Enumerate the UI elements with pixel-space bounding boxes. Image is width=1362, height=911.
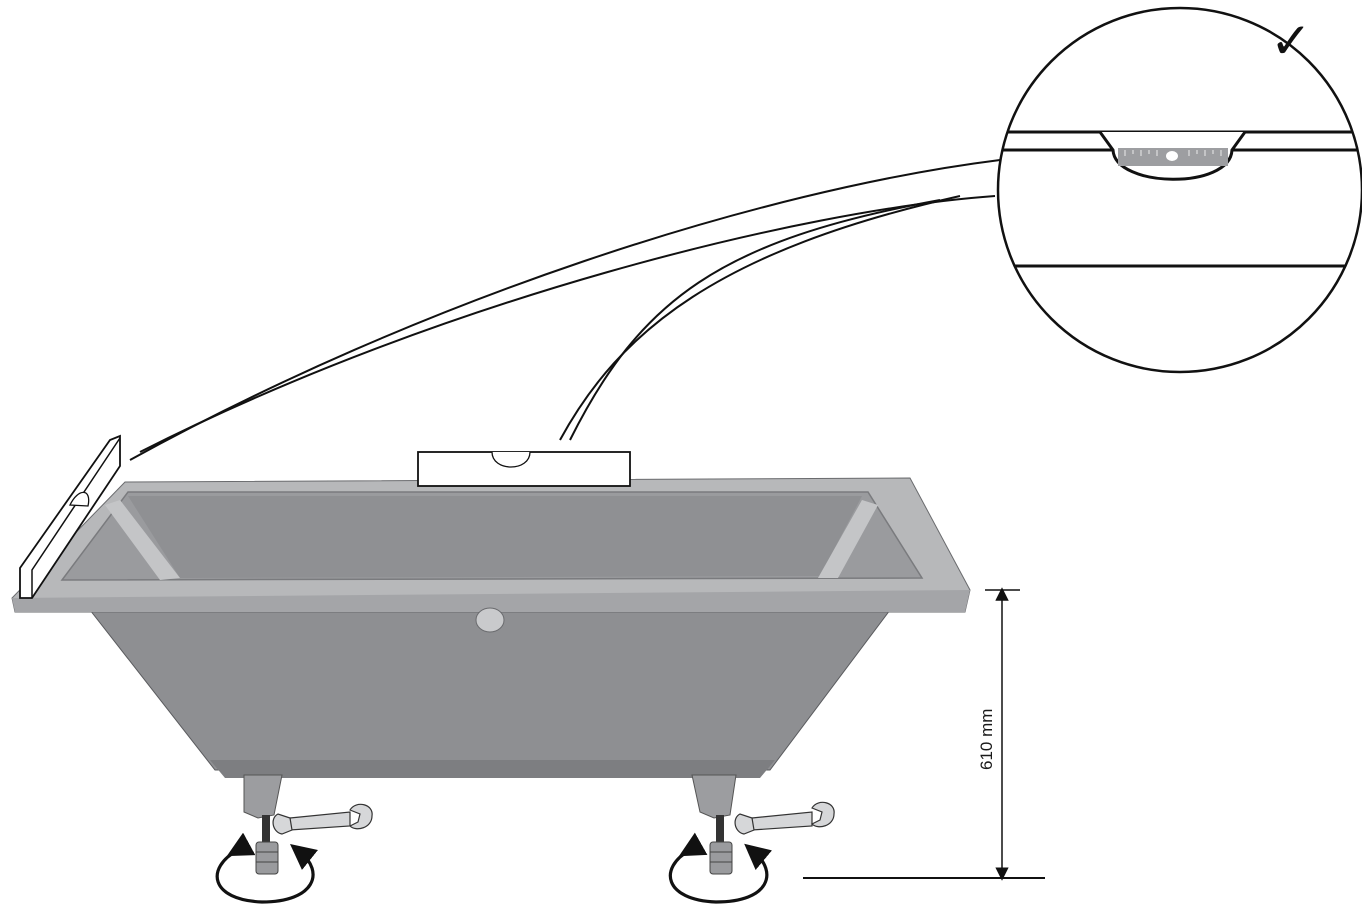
right-foot [709, 841, 733, 875]
check-icon: ✓ [1270, 12, 1312, 70]
magnifier-callout-icon [996, 6, 1362, 374]
tub-corner-right [818, 500, 878, 578]
height-dimension: 610 mm [803, 587, 1045, 881]
rotation-arrow-icon [668, 832, 773, 904]
tub-base [210, 760, 775, 778]
callout-lines [129, 159, 1001, 461]
level-bubble [1166, 151, 1178, 161]
bathtub [11, 477, 971, 778]
right-leg [691, 774, 737, 819]
overflow-drain [475, 607, 505, 633]
tub-rim-front [12, 590, 970, 612]
wrench-icon [272, 803, 373, 835]
rotation-arrow-icon [215, 832, 318, 904]
left-foot [255, 841, 279, 875]
height-dimension-label: 610 mm [977, 709, 996, 770]
spirit-level-icon [417, 451, 631, 487]
left-foot-bolt [262, 815, 270, 845]
tub-corner-left [105, 500, 180, 580]
tub-inner-wall [128, 496, 862, 578]
left-leg [243, 774, 283, 819]
right-foot-bolt [716, 815, 724, 845]
wrench-icon [734, 801, 835, 835]
spirit-level-icon [19, 434, 121, 599]
tub-body [88, 609, 891, 771]
